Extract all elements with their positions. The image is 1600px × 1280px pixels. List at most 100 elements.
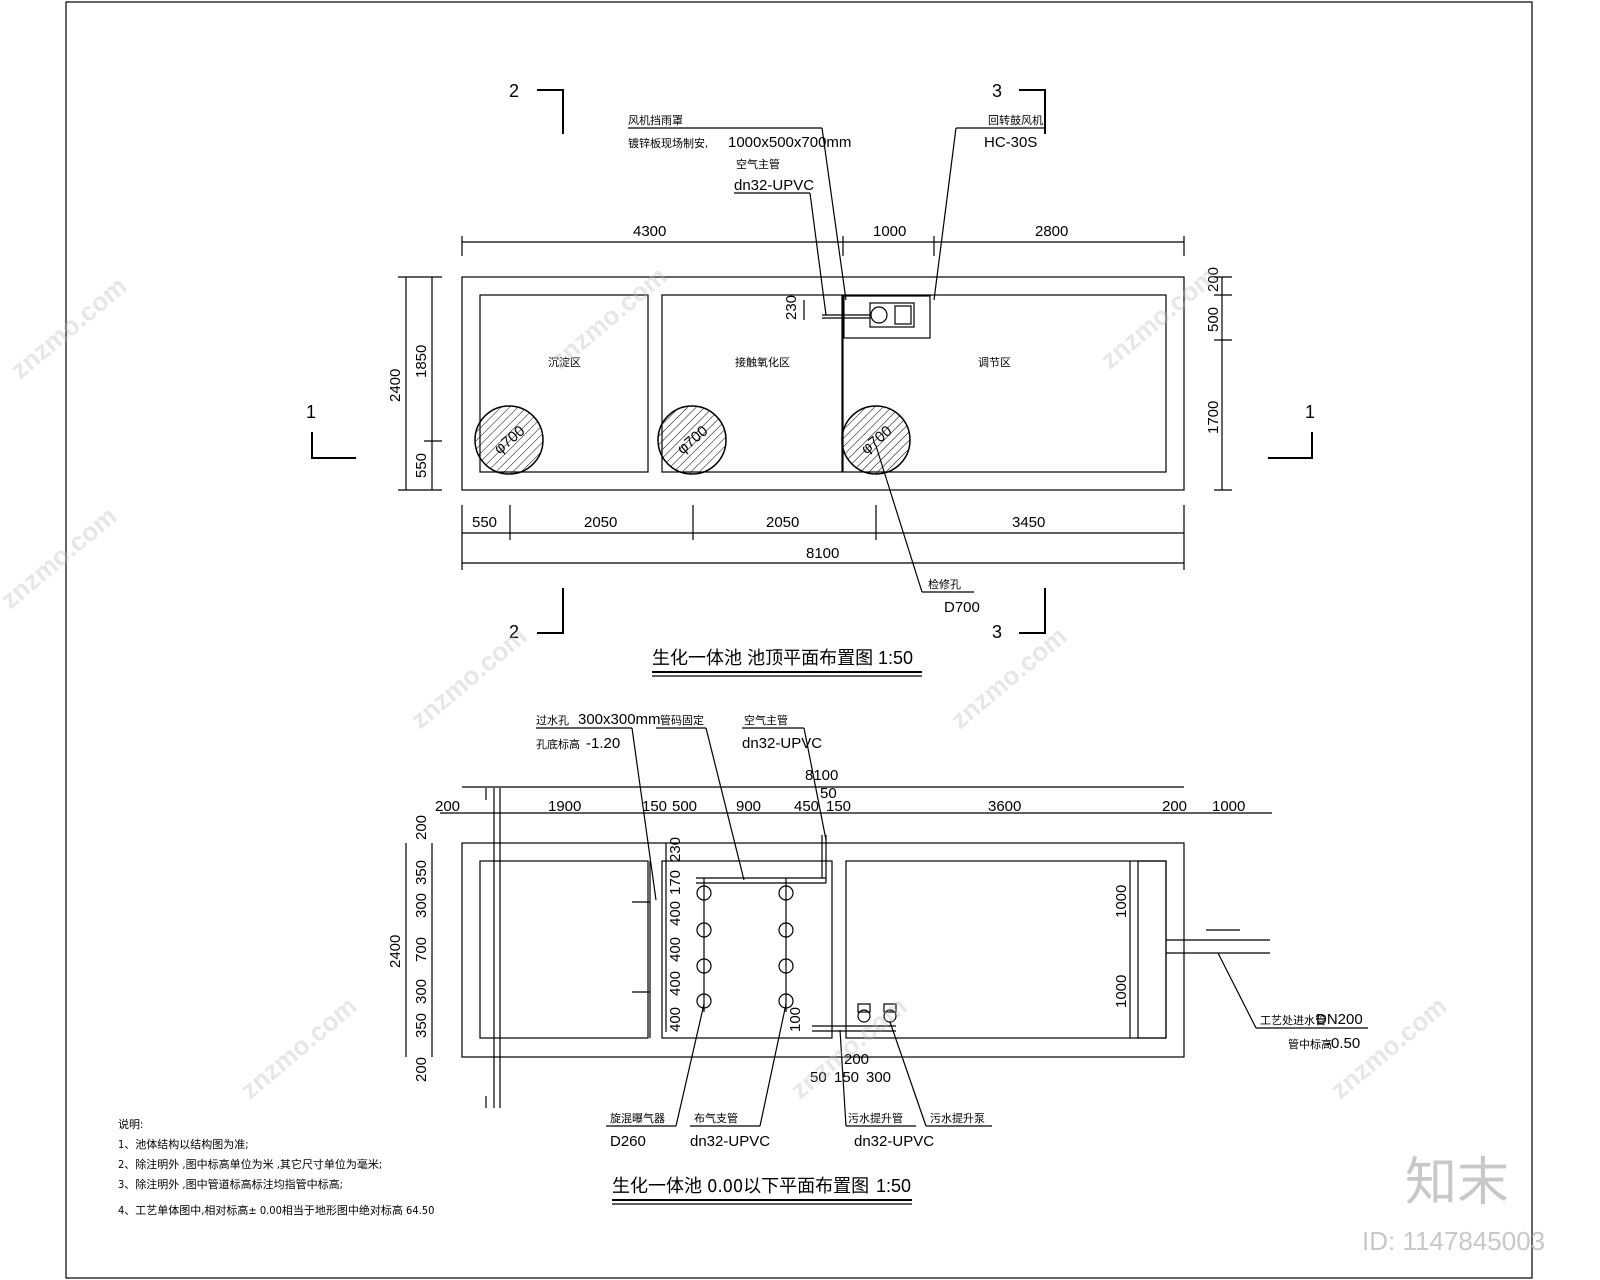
svg-text:3: 3	[992, 81, 1002, 101]
dim-left-700: 700	[413, 937, 430, 962]
dim-inner-400-a: 400	[667, 901, 684, 926]
svg-text:管码固定: 管码固定	[660, 713, 704, 727]
dim-left-350-b: 350	[413, 1013, 430, 1038]
manhole-3	[841, 405, 911, 475]
svg-text:3: 3	[992, 622, 1002, 642]
section-mark-2-bottom: 2	[509, 588, 564, 642]
dim-top-150-a: 150	[642, 798, 667, 815]
overflow-hole-annotation: 过水孔 300x300mm 孔底标高 -1.20	[536, 711, 661, 901]
svg-text:布气支管: 布气支管	[694, 1111, 738, 1125]
drawing-frame	[65, 1, 1533, 1279]
inlet-pipe	[1166, 929, 1270, 954]
dim-top-150-b: 150	[826, 798, 851, 815]
dim-right-200: 200	[1205, 267, 1222, 292]
dim-bottom-2050-b: 2050	[766, 514, 799, 531]
pipe-clamp-annotation: 管码固定	[656, 713, 745, 881]
svg-text:检修孔: 检修孔	[928, 577, 961, 591]
dim-pump-200: 200	[844, 1051, 869, 1068]
blower-box	[843, 295, 931, 339]
dim-bottom-3450: 3450	[1012, 514, 1045, 531]
left-vertical-pipe	[485, 788, 501, 1108]
dim-top-500: 500	[672, 798, 697, 815]
dim-left-2400: 2400	[387, 369, 404, 402]
inlet-chamber	[1137, 860, 1167, 1039]
dim-bottom-550: 550	[472, 514, 497, 531]
dim-inner-170: 170	[667, 870, 684, 895]
svg-text:znzmo.com: znzmo.com	[1095, 261, 1223, 375]
air-main-annotation-top: 空气主管 dn32-UPVC	[734, 157, 827, 316]
svg-text:管中标高: 管中标高	[1288, 1037, 1332, 1051]
dim-right-500: 500	[1205, 307, 1222, 332]
air-main-annotation-bottom: 空气主管 dn32-UPVC	[742, 713, 827, 841]
svg-text:dn32-UPVC: dn32-UPVC	[854, 1133, 934, 1150]
svg-text:空气主管: 空气主管	[744, 713, 788, 727]
svg-text:污水提升管: 污水提升管	[848, 1111, 903, 1125]
inspection-hole-annotation: 检修孔 D700	[875, 445, 980, 616]
svg-text:znzmo.com: znzmo.com	[545, 261, 673, 375]
section-mark-3-bottom: 3	[992, 588, 1046, 642]
aerator-group	[696, 885, 794, 1009]
svg-text:D260: D260	[610, 1133, 646, 1150]
svg-text:300x300mm: 300x300mm	[578, 711, 661, 728]
inlet-pipe-annotation: 工艺处进水管 DN200 管中标高 -0.50	[1217, 952, 1368, 1052]
svg-text:dn32-UPVC: dn32-UPVC	[690, 1133, 770, 1150]
manhole-2	[657, 405, 727, 475]
dim-top-900: 900	[736, 798, 761, 815]
air-main-pipe	[696, 835, 827, 884]
svg-text:znzmo.com: znzmo.com	[405, 621, 533, 735]
dim-top-1000: 1000	[1212, 798, 1245, 815]
manhole-1	[474, 405, 544, 475]
svg-text:污水提升泵: 污水提升泵	[930, 1112, 985, 1125]
svg-text:2: 2	[509, 81, 519, 101]
dim-total-8100-top: 8100	[806, 545, 839, 562]
section-mark-1-right: 1	[1268, 402, 1315, 459]
svg-text:2: 2	[509, 622, 519, 642]
dim-left-1850: 1850	[413, 345, 430, 378]
dim-inner-230: 230	[667, 837, 684, 862]
compartment-contact-oxidation	[661, 294, 843, 473]
id-watermark: ID: 1147845003	[1362, 1226, 1545, 1256]
svg-text:镀锌板现场制安,: 镀锌板现场制安,	[628, 136, 708, 150]
dim-right-1000-b: 1000	[1113, 975, 1130, 1008]
tank-outline-top	[461, 276, 1185, 491]
svg-text:znzmo.com: znzmo.com	[0, 501, 122, 615]
svg-text:风机挡雨罩: 风机挡雨罩	[628, 113, 683, 127]
blower-annotation: 回转鼓风机 HC-30S	[933, 113, 1046, 301]
top-plan-title: 生化一体池 池顶平面布置图	[652, 648, 873, 669]
watermarks: znzmo.com znzmo.com znzmo.com znzmo.com …	[0, 261, 1452, 1105]
svg-text:dn32-UPVC: dn32-UPVC	[742, 735, 822, 752]
dim-100: 100	[787, 1007, 804, 1032]
dim-left-350-a: 350	[413, 860, 430, 885]
dim-left-2400-bottom: 2400	[387, 935, 404, 968]
section-mark-1-left: 1	[306, 402, 356, 459]
top-plan: φ700 φ700 φ700 沉淀区 接触氧化区 调节区 4300 1000 2…	[306, 81, 1315, 677]
section-mark-3-top: 3	[992, 81, 1046, 134]
chamber-sedimentation	[479, 860, 649, 1039]
dim-230-top: 230	[783, 295, 800, 320]
compartment-regulation	[842, 294, 1167, 473]
dim-top-450: 450	[794, 798, 819, 815]
svg-text:过水孔: 过水孔	[536, 714, 569, 727]
air-branch-annotation: 布气支管 dn32-UPVC	[690, 1003, 787, 1150]
svg-text:1000x500x700mm: 1000x500x700mm	[728, 134, 851, 151]
dim-inner-400-c: 400	[667, 971, 684, 996]
aerator-annotation: 旋混曝气器 D260	[606, 1003, 705, 1150]
svg-text:-1.20: -1.20	[586, 735, 620, 752]
zone-label-contact-oxidation: 接触氧化区	[735, 355, 790, 369]
svg-text:空气主管: 空气主管	[736, 157, 780, 171]
svg-text:DN200: DN200	[1316, 1011, 1363, 1028]
dim-top-1000: 1000	[873, 223, 906, 240]
brand-watermark: 知末	[1405, 1153, 1509, 1213]
bottom-plan-scale: 1:50	[876, 1176, 911, 1196]
lift-pipe-annotation: 污水提升管 dn32-UPVC	[839, 1029, 934, 1150]
dim-50-bottom: 50	[820, 785, 837, 802]
blower-icon	[822, 302, 915, 328]
note-4: 4、工艺单体图中,相对标高± 0.00相当于地形图中绝对标高 64.50	[118, 1203, 434, 1217]
svg-text:znzmo.com: znzmo.com	[5, 271, 133, 385]
dim-pump-300: 300	[866, 1069, 891, 1086]
svg-text:D700: D700	[944, 599, 980, 616]
svg-text:-0.50: -0.50	[1326, 1035, 1360, 1052]
rain-cover-annotation: 风机挡雨罩 镀锌板现场制安, 1000x500x700mm	[628, 113, 851, 301]
svg-text:1: 1	[306, 402, 316, 422]
dim-left-300-a: 300	[413, 893, 430, 918]
